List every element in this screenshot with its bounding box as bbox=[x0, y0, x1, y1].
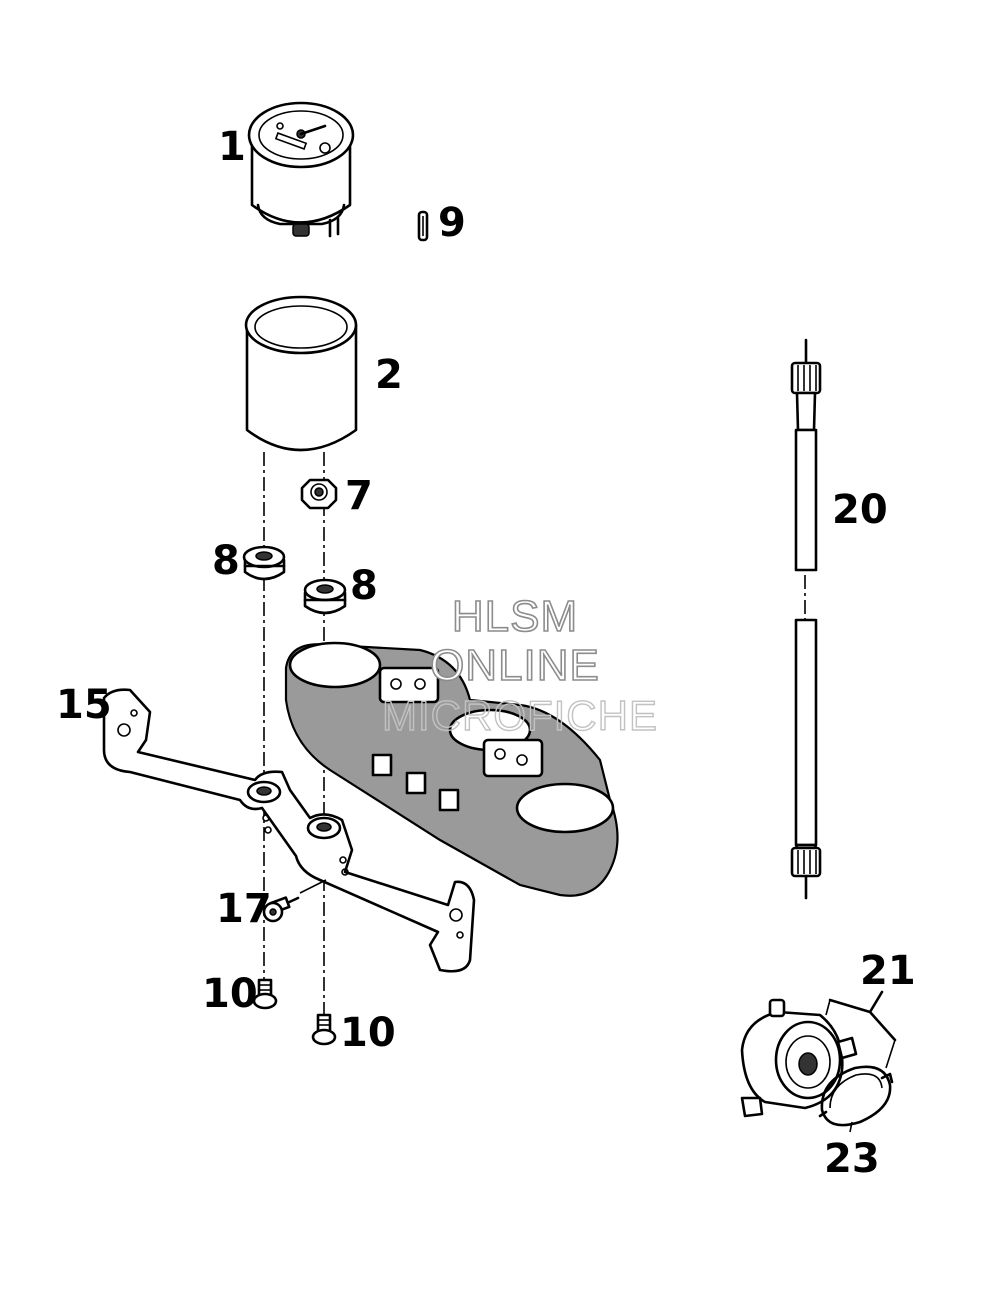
callout-7: 7 bbox=[345, 473, 373, 519]
callout-1: 1 bbox=[218, 124, 246, 170]
callout-8-left: 8 bbox=[212, 538, 240, 584]
part-speedo-drive bbox=[740, 998, 858, 1118]
callout-8-right: 8 bbox=[350, 563, 378, 609]
callout-9: 9 bbox=[438, 200, 466, 246]
part-grommet-left bbox=[242, 545, 286, 581]
part-screw-10b bbox=[311, 1013, 337, 1046]
part-clip bbox=[417, 210, 429, 242]
watermark: HLSM ONLINE MICROFICHE bbox=[381, 591, 658, 740]
callout-17: 17 bbox=[216, 886, 272, 932]
callout-20: 20 bbox=[832, 487, 888, 533]
callout-labels: 1 2 7 8 8 9 10 10 15 17 20 21 23 bbox=[56, 124, 916, 1182]
watermark-line-2: ONLINE bbox=[430, 641, 600, 690]
part-screw-10a bbox=[252, 978, 278, 1010]
callout-21: 21 bbox=[860, 948, 916, 994]
callout-10-left: 10 bbox=[202, 971, 258, 1017]
part-speedometer bbox=[247, 101, 355, 238]
callout-10-right: 10 bbox=[340, 1010, 396, 1056]
callout-2: 2 bbox=[375, 352, 403, 398]
part-sleeve bbox=[244, 295, 358, 452]
part-nut bbox=[300, 478, 338, 510]
part-screw-17 bbox=[262, 896, 300, 923]
callout-23: 23 bbox=[824, 1136, 880, 1182]
watermark-line-1: HLSM bbox=[452, 592, 578, 641]
callout-15: 15 bbox=[56, 682, 112, 728]
part-triple-clamp bbox=[284, 641, 619, 897]
part-bracket bbox=[102, 688, 476, 973]
callout-bracket-21 bbox=[825, 990, 897, 1133]
part-retaining-ring bbox=[818, 1065, 894, 1127]
part-grommet-right bbox=[303, 578, 347, 615]
part-speedo-cable bbox=[790, 338, 822, 900]
watermark-line-3: MICROFICHE bbox=[382, 692, 658, 739]
